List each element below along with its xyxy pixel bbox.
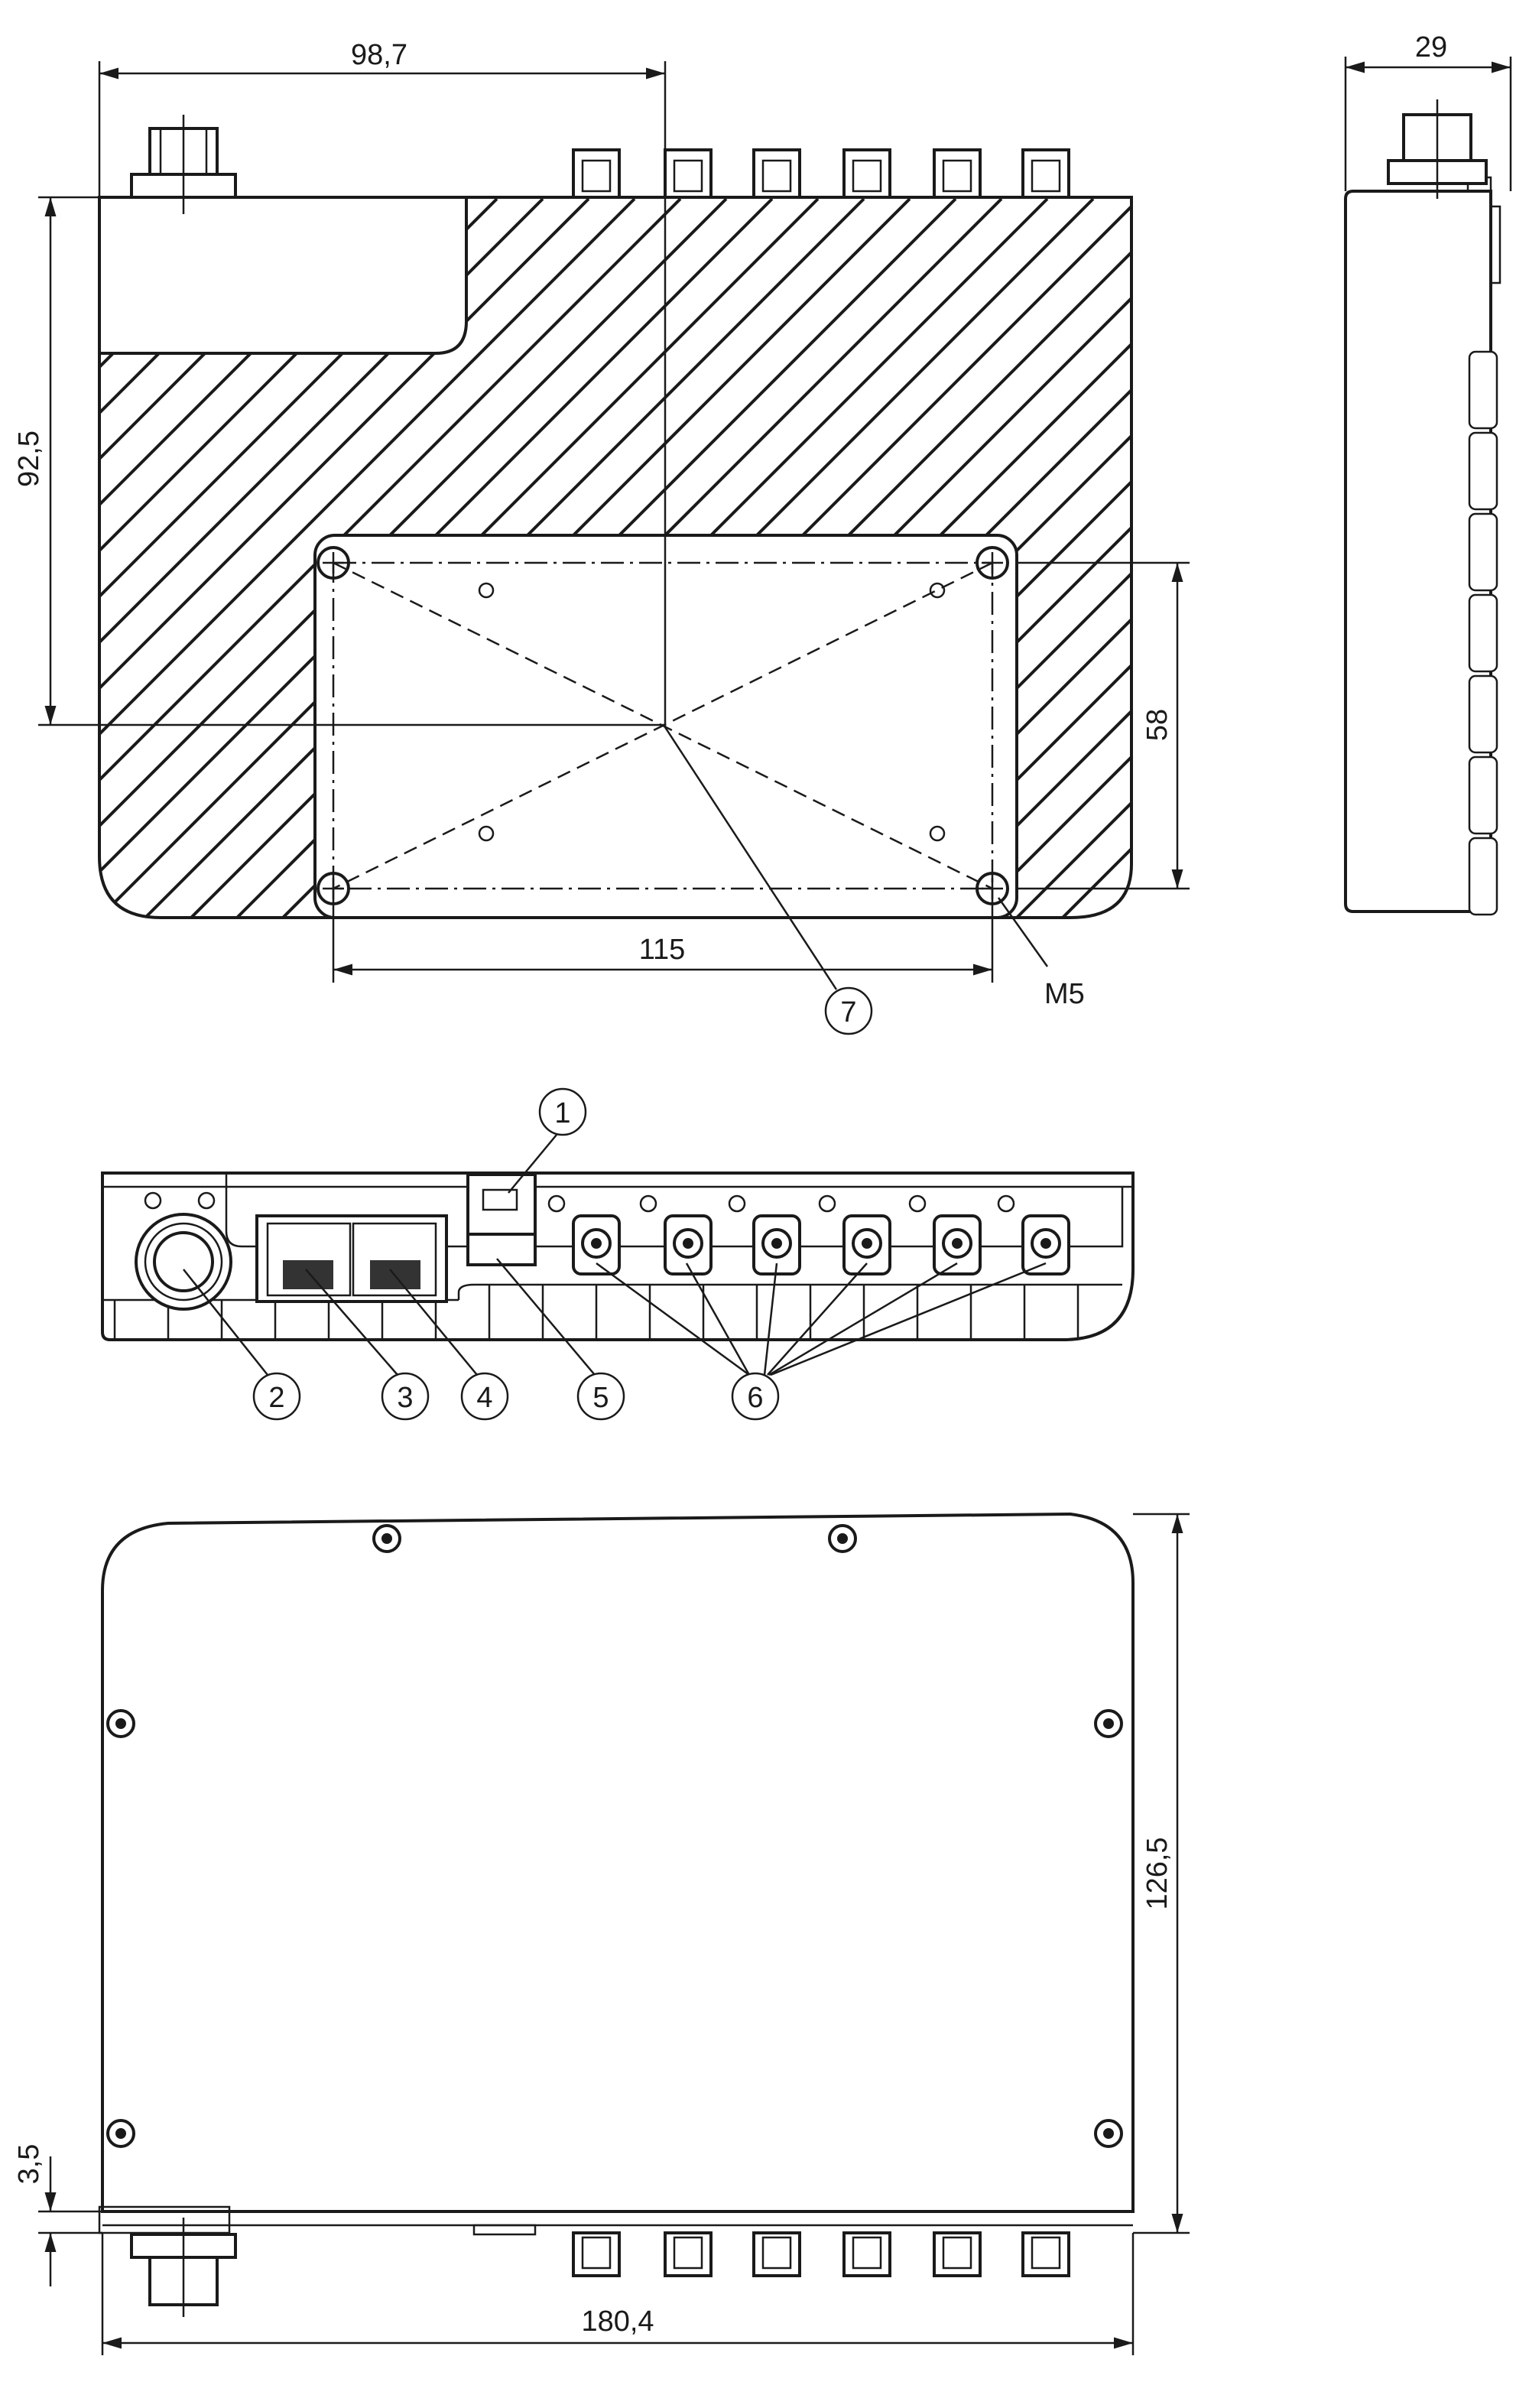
dim-58: 58 xyxy=(1141,709,1174,741)
sma-connector xyxy=(1021,148,1070,199)
callout-circle xyxy=(731,1372,780,1421)
sma-connector xyxy=(933,2231,982,2277)
ethernet-ports xyxy=(255,1214,448,1303)
sma-connector xyxy=(842,2231,891,2277)
housing-screw xyxy=(1094,2119,1123,2148)
sma-connector xyxy=(1021,2231,1070,2277)
dim-3-5: 3,5 xyxy=(13,2144,45,2185)
sma-connector xyxy=(933,148,982,199)
callout-circle xyxy=(460,1372,509,1421)
dim-29: 29 xyxy=(1415,31,1447,63)
housing-screw xyxy=(1094,1709,1123,1738)
housing-outline xyxy=(98,196,1133,919)
dim-92-5: 92,5 xyxy=(13,431,45,487)
housing-screw xyxy=(106,2119,135,2148)
cable-gland xyxy=(135,1213,232,1311)
callout-circle xyxy=(538,1087,587,1136)
top-view: 98,7 92,5 58 115 7 M5 xyxy=(13,39,1190,1035)
housing-screw xyxy=(106,1709,135,1738)
housing-screw xyxy=(828,1524,857,1553)
sma-connector xyxy=(572,148,621,199)
bottom-view: 126,5 3,5 180,4 xyxy=(13,1512,1190,2355)
label-panel xyxy=(99,196,468,355)
callout-circle xyxy=(381,1372,430,1421)
callout-5: 5 xyxy=(592,1382,609,1414)
front-view: 1 2 3 4 5 6 xyxy=(101,1087,1135,1421)
side-view: 29 xyxy=(1344,31,1512,916)
sma-connector xyxy=(842,148,891,199)
sma-connector xyxy=(572,2231,621,2277)
dim-180-4: 180,4 xyxy=(581,2306,654,2338)
usb-a-port xyxy=(466,1233,537,1266)
callout-3: 3 xyxy=(397,1382,413,1414)
callout-circle xyxy=(252,1372,301,1421)
callout-4: 4 xyxy=(476,1382,492,1414)
callout-circle xyxy=(576,1372,625,1421)
antenna-connector-bottom xyxy=(130,2218,237,2317)
sma-connector xyxy=(664,2231,713,2277)
callout-1: 1 xyxy=(554,1097,570,1129)
callout-2: 2 xyxy=(268,1382,284,1414)
sma-connector xyxy=(664,148,713,199)
dim-126-5: 126,5 xyxy=(1141,1837,1174,1909)
housing-screw xyxy=(372,1524,401,1553)
dim-98-7: 98,7 xyxy=(351,39,407,71)
dim-115: 115 xyxy=(639,934,686,966)
thread-label: M5 xyxy=(1044,978,1085,1010)
sma-connector xyxy=(752,148,801,199)
usb-mini-port xyxy=(466,1173,537,1237)
antenna-connector-top xyxy=(130,115,237,214)
callout-6: 6 xyxy=(747,1382,763,1414)
callout-7: 7 xyxy=(840,996,856,1029)
sma-connector xyxy=(752,2231,801,2277)
